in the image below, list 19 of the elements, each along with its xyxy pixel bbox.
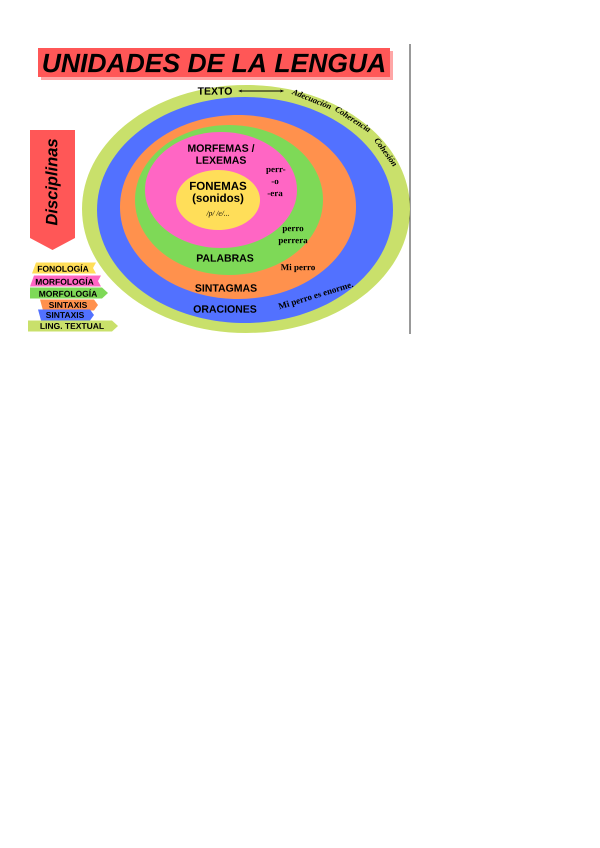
ring-label: FONEMAS (sonidos): [190, 182, 246, 204]
example-text: Mi perro es enorme.: [278, 284, 354, 310]
example-text: perro perrera: [278, 226, 308, 246]
ellipse: [176, 170, 260, 230]
legend-label: FONOLOGÍA: [38, 264, 89, 272]
legend-label: LING. TEXTUAL: [40, 323, 104, 329]
legend-label: MORFOLOGÍA: [39, 289, 98, 297]
ring-label: TEXTO: [198, 87, 232, 95]
ring-label: PALABRAS: [196, 254, 254, 262]
ring-label: ORACIONES: [194, 305, 256, 313]
title-banner: UNIDADES DE LA LENGUA: [38, 48, 393, 80]
ring-label: MORFEMAS / LEXEMAS: [188, 144, 254, 164]
legend-label: SINTAXIS: [48, 302, 87, 308]
legend-label: MORFOLOGÍA: [36, 277, 94, 285]
example-text: Mi perro: [280, 264, 315, 272]
ring-label: SINTAGMAS: [195, 284, 257, 292]
example-text: perr- -o -era: [266, 168, 286, 196]
legend-label: SINTAXIS: [46, 312, 84, 318]
arrow-banner: Disciplinas: [30, 130, 75, 250]
